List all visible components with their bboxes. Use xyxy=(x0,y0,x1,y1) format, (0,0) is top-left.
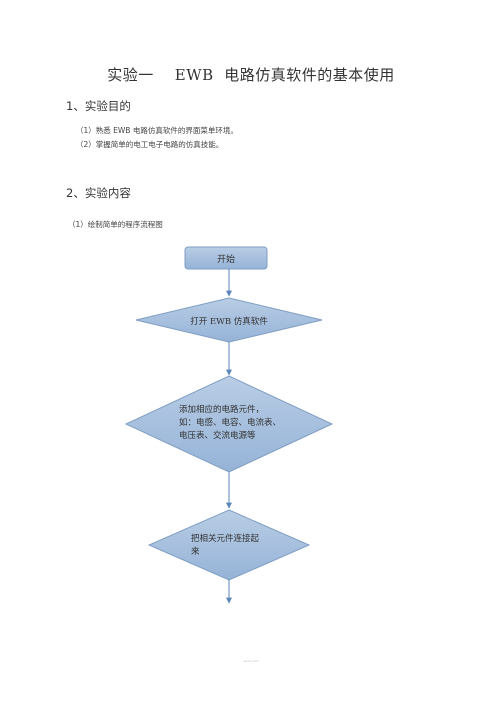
start-box xyxy=(184,246,268,270)
step2-line-1: 添加相应的电路元件， xyxy=(179,404,264,415)
page-title: 实验一 EWB 电路仿真软件的基本使用 xyxy=(107,66,395,84)
step2-line-3: 电压表、交流电源等 xyxy=(179,430,256,441)
step3-line-2: 来 xyxy=(191,547,200,557)
section-heading-content: 2、实验内容 xyxy=(66,186,131,200)
step3-line-1: 把相关元件连接起 xyxy=(191,533,260,544)
step3-diamond xyxy=(147,509,311,581)
start-label: 开始 xyxy=(217,253,235,265)
purpose-item-1: （1）熟悉 EWB 电路仿真软件的界面菜单环境。 xyxy=(76,126,238,135)
section-heading-purpose: 1、实验目的 xyxy=(66,99,131,113)
content-item-1: （1）绘制简单的程序流程图 xyxy=(68,220,163,229)
step1-label: 打开 EWB 仿真软件 xyxy=(190,316,268,327)
footer-watermark: word.com xyxy=(243,659,259,663)
step2-line-2: 如：电感、电容、电流表、 xyxy=(179,417,281,428)
purpose-item-2: （2）掌握简单的电工电子电路的仿真技能。 xyxy=(76,140,224,149)
